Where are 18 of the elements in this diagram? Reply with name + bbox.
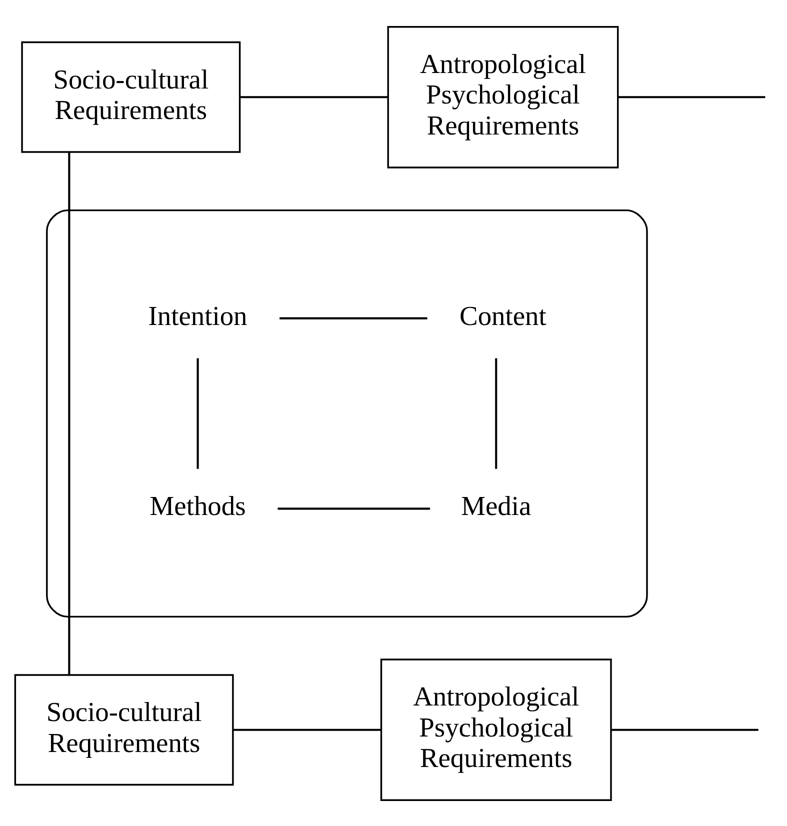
node-box: Antropological Psychological Requirements [387,26,619,168]
cluster [46,208,648,618]
connector [280,316,428,319]
node-text: Content [460,300,546,330]
connector [618,96,766,98]
node-text: Intention [148,300,248,330]
connector [68,152,70,674]
connector [278,507,430,510]
connector [196,358,199,468]
node-box: Antropological Psychological Requirements [380,658,612,800]
node-box: Socio-cultural Requirements [21,40,241,152]
node-text: Methods [150,490,246,521]
node-text: Media [461,490,532,521]
connector [611,728,758,730]
connector [240,96,388,98]
connector [495,358,498,468]
connector [233,728,382,730]
node-box: Socio-cultural Requirements [14,674,234,786]
